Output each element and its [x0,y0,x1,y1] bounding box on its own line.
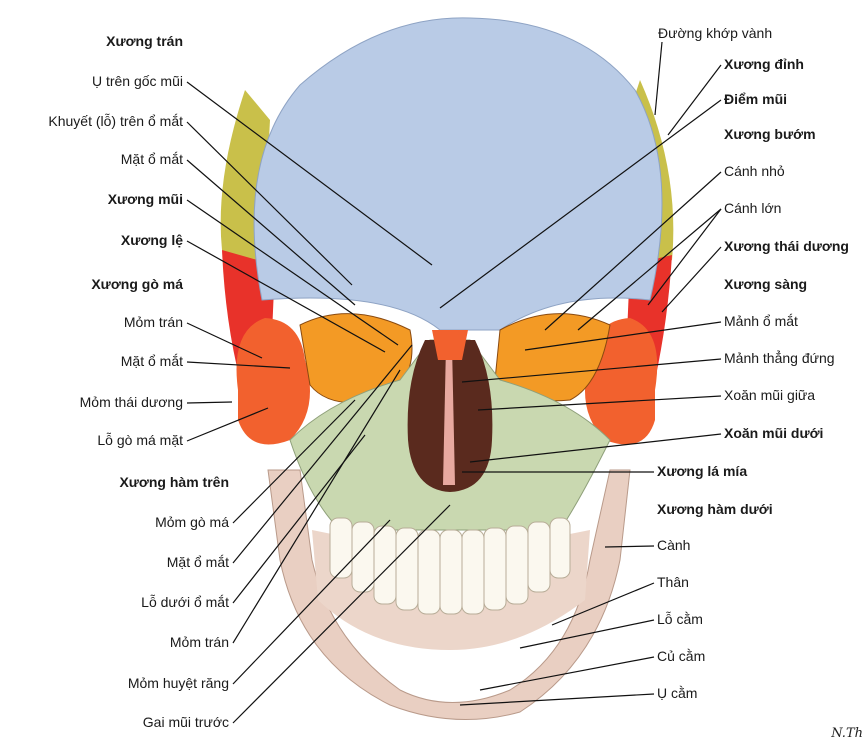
label-left: Mỏm gò má [155,514,229,530]
leader-line [186,199,399,346]
label-left: Mặt ổ mắt [120,353,183,369]
mandible [267,469,631,721]
leader-line [186,407,269,442]
zygomatic-left [236,318,310,445]
leader-line [232,504,451,724]
label-left: Khuyết (lỗ) trên ổ mắt [48,113,183,129]
label-left: Xương mũi [107,191,183,207]
label-left: Ụ trên gốc mũi [91,73,183,89]
leader-line [647,208,722,306]
label-left: Lỗ gò má mặt [97,432,183,448]
label-left: Mặt ổ mắt [120,151,183,167]
label-left: Mỏm thái dương [79,394,183,410]
leader-lines [186,41,722,724]
label-left: Mỏm trán [123,314,183,330]
leader-line [232,344,413,564]
leader-line [544,171,722,331]
leader-line [186,121,353,286]
leader-line [232,519,391,685]
label-right: Xương thái dương [724,238,849,254]
label-left: Mỏm huyệt răng [127,675,229,691]
label-right: Điểm mũi [724,91,788,107]
label-right: Xương lá mía [657,463,748,479]
label-right: Đường khớp vành [658,25,773,41]
label-right: Củ cằm [657,648,706,664]
label-right: Xương bướm [724,126,816,142]
label-right: Mảnh thẳng đứng [724,350,835,366]
label-right: Cánh lớn [724,200,782,216]
leader-line [667,64,722,136]
leader-line [479,656,655,691]
label-right: Xoăn mũi giữa [724,387,816,403]
label-right: Ụ cằm [657,685,698,701]
leader-line [439,99,722,309]
leader-line [186,159,356,306]
label-left: Xương gò má [91,276,183,292]
label-left: Xương trán [106,33,183,49]
label-left: Mặt ổ mắt [166,554,229,570]
leader-line [186,401,233,404]
label-left: Lỗ dưới ổ mắt [141,594,229,610]
label-right: Cành [657,537,691,553]
label-left: Gai mũi trước [142,714,229,730]
leader-line [551,582,655,626]
leader-line [661,246,722,313]
label-right: Mảnh ổ mắt [724,313,798,329]
leader-line [519,619,655,649]
leader-line [459,693,655,706]
label-right: Thân [657,574,689,590]
leader-line [469,433,722,463]
leader-line [524,321,722,351]
leader-line [232,399,356,524]
leader-line [186,81,433,266]
label-left: Xương lệ [120,232,183,248]
leader-line [604,545,655,548]
label-right: Xương hàm dưới [657,501,773,517]
leader-line [186,322,263,359]
leader-line [186,361,291,369]
leader-line [186,240,386,353]
label-right: Cánh nhỏ [724,163,785,179]
leader-line [461,358,722,383]
label-left: Xương hàm trên [119,474,229,490]
label-right: Xương sàng [724,276,808,292]
leader-line [232,369,401,644]
label-right: Lỗ cằm [657,611,703,627]
teeth [329,517,571,615]
label-right: Xương đỉnh [724,56,804,72]
leader-line [477,395,722,411]
label-right: Xoăn mũi dưới [724,425,824,441]
artist-signature: N.Th [831,726,863,741]
label-left: Mỏm trán [169,634,229,650]
frontal-bone [253,17,663,331]
leader-line [654,41,663,116]
leader-line [577,208,722,331]
